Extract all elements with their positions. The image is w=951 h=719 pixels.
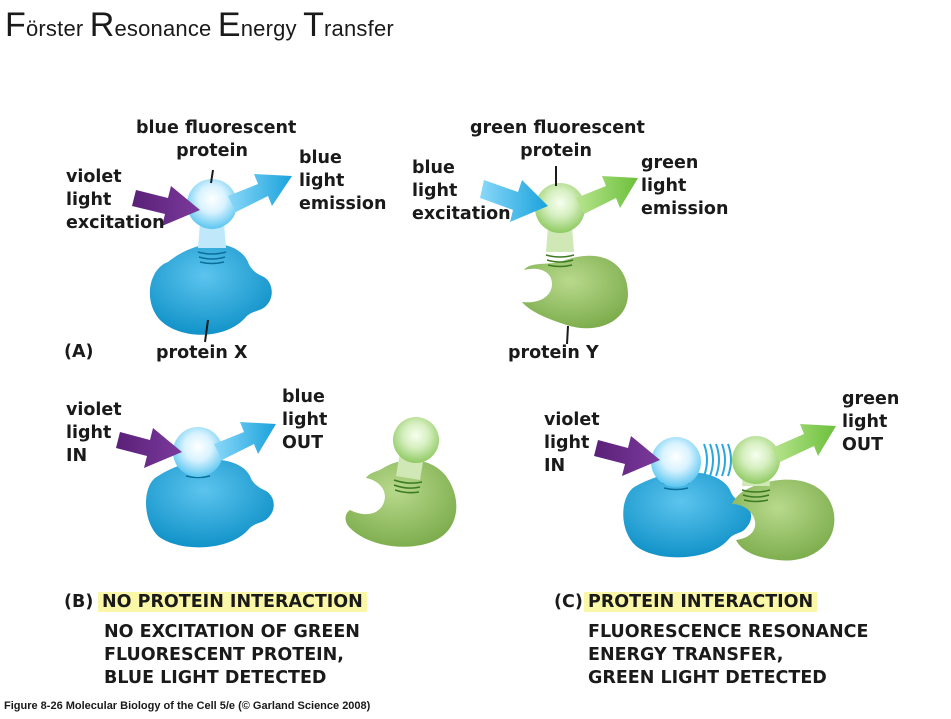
violet-in-arrow — [594, 436, 660, 476]
blue-fluorescent-protein-bulb — [173, 427, 223, 477]
blue-protein-stem — [198, 222, 226, 248]
label-line: light — [299, 171, 345, 191]
panel-b-violet-light-in-label: violet light IN — [66, 399, 122, 468]
title-word-forster: örster — [25, 16, 84, 41]
coil-lines — [741, 489, 771, 503]
label-line: blue fluorescent — [136, 118, 297, 138]
label-line: IN — [544, 456, 566, 476]
panel-c-violet-light-in-label: violet light IN — [544, 409, 600, 478]
panel-c-letter: (C) — [554, 592, 583, 612]
label-line: light — [544, 433, 590, 453]
panel-b-description: NO EXCITATION OF GREEN FLUORESCENT PROTE… — [104, 621, 360, 690]
green-fluorescent-protein-bulb — [732, 436, 780, 484]
blue-emission-arrow — [228, 174, 292, 212]
blue-fluorescent-protein-bulb — [187, 179, 237, 229]
protein-x-shape — [623, 472, 752, 558]
green-emission-arrow — [576, 176, 638, 214]
panel-a-letter: (A) — [64, 342, 94, 362]
label-line: IN — [66, 446, 88, 466]
description-line: ENERGY TRANSFER, — [588, 645, 784, 665]
panel-c-heading: PROTEIN INTERACTION — [584, 591, 818, 614]
label-line: light — [412, 181, 458, 201]
violet-in-arrow — [116, 428, 182, 468]
label-line: light — [641, 176, 687, 196]
label-line: violet — [66, 400, 122, 420]
coil-lines — [197, 251, 227, 265]
panel-b-green-construct — [345, 417, 457, 547]
label-line: light — [282, 410, 328, 430]
green-fluorescent-protein-bulb — [535, 183, 585, 233]
label-line: green fluorescent — [470, 118, 645, 138]
blue-light-emission-label: blue light emission — [299, 147, 386, 216]
description-line: FLUORESCENCE RESONANCE — [588, 622, 869, 642]
panel-a-blue-construct — [132, 169, 292, 343]
green-light-emission-label: green light emission — [641, 152, 728, 221]
title-initial-r: R — [89, 6, 115, 44]
label-line: violet — [544, 410, 600, 430]
label-line: emission — [641, 199, 729, 219]
description-line: NO EXCITATION OF GREEN — [104, 622, 360, 642]
label-line: light — [842, 412, 888, 432]
label-line: blue — [299, 148, 342, 168]
title-word-resonance: esonance — [114, 16, 212, 41]
protein-y-label: protein Y — [508, 343, 599, 363]
title-word-transfer: ransfer — [324, 16, 394, 41]
protein-x-shape — [149, 243, 272, 335]
blue-out-arrow — [214, 422, 276, 460]
title-initial-t: T — [303, 6, 325, 44]
label-line: OUT — [282, 433, 324, 453]
panel-b-blue-light-out-label: blue light OUT — [282, 386, 327, 455]
title-initial-e: E — [217, 6, 241, 44]
figure-caption: Figure 8-26 Molecular Biology of the Cel… — [4, 700, 371, 712]
label-line: light — [66, 190, 112, 210]
violet-light-excitation-label: violet light excitation — [66, 166, 165, 235]
label-line: excitation — [66, 213, 165, 233]
label-line: blue — [412, 158, 455, 178]
protein-x-shape — [146, 459, 274, 548]
blue-light-excitation-label: blue light excitation — [412, 157, 511, 226]
label-line: blue — [282, 387, 325, 407]
panel-c-construct — [594, 424, 836, 561]
energy-transfer-waves — [703, 443, 732, 477]
label-line: light — [66, 423, 112, 443]
coil-lines — [393, 479, 423, 494]
highlighted-heading: NO PROTEIN INTERACTION — [98, 592, 367, 612]
protein-x-label: protein X — [156, 343, 248, 363]
protein-y-shape — [732, 479, 835, 561]
green-fluorescent-protein-label: green fluorescent protein — [470, 117, 645, 163]
green-out-arrow — [772, 424, 836, 462]
label-line: emission — [299, 194, 387, 214]
blue-excitation-arrow — [480, 180, 548, 222]
coil-lines — [545, 254, 575, 268]
label-line: protein — [176, 141, 248, 161]
green-protein-stem — [546, 226, 574, 252]
panel-b-heading: NO PROTEIN INTERACTION — [98, 591, 367, 614]
description-line: GREEN LIGHT DETECTED — [588, 668, 827, 688]
label-line: protein — [520, 141, 592, 161]
panel-b-letter: (B) — [64, 592, 94, 612]
description-line: FLUORESCENT PROTEIN, — [104, 645, 344, 665]
title-initial-f: F — [5, 6, 26, 44]
label-line: OUT — [842, 435, 884, 455]
title-word-energy: nergy — [240, 16, 297, 41]
panel-b-blue-construct — [116, 422, 276, 548]
label-line: excitation — [412, 204, 511, 224]
protein-y-shape — [522, 255, 628, 329]
protein-y-shape — [345, 460, 457, 547]
highlighted-heading: PROTEIN INTERACTION — [584, 592, 818, 612]
violet-excitation-arrow — [132, 186, 200, 226]
green-fluorescent-protein-bulb — [393, 417, 439, 463]
description-line: BLUE LIGHT DETECTED — [104, 668, 327, 688]
blue-fluorescent-protein-label: blue fluorescent protein — [136, 117, 297, 163]
page-title: Förster Resonance Energy Transfer — [5, 6, 394, 45]
panel-a-green-construct — [480, 166, 638, 345]
panel-c-green-light-out-label: green light OUT — [842, 388, 899, 457]
panel-c-description: FLUORESCENCE RESONANCE ENERGY TRANSFER, … — [588, 621, 868, 690]
blue-fluorescent-protein-bulb — [651, 437, 701, 487]
label-line: violet — [66, 167, 122, 187]
label-line: green — [641, 153, 699, 173]
label-line: green — [842, 389, 900, 409]
